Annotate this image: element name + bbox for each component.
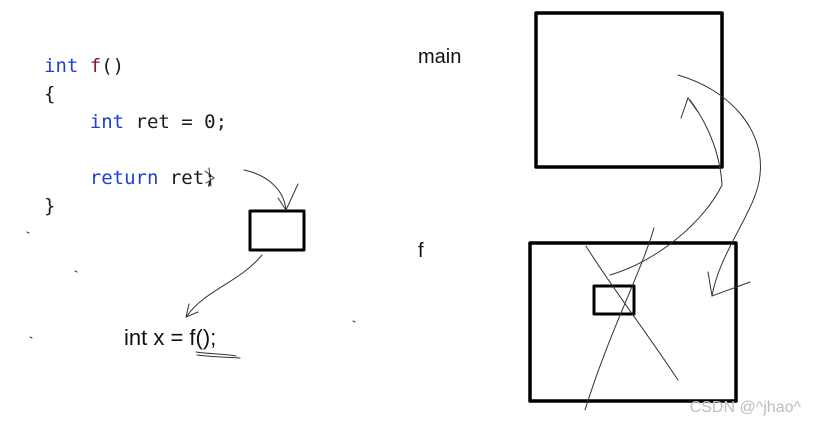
main-frame-box <box>534 11 724 169</box>
arrow-ret-to-temp <box>243 169 287 211</box>
f-local-box <box>592 284 636 316</box>
arrow-main-to-f-head <box>707 271 751 297</box>
temp-value-box <box>248 209 306 252</box>
call-underline <box>195 351 237 357</box>
label-main-frame: main <box>418 46 462 68</box>
code-line-open-brace: { <box>44 83 56 105</box>
arrow-f-to-main <box>609 99 723 276</box>
return-keyword: return <box>89 167 159 189</box>
return-rest: ret; <box>169 167 216 189</box>
call-expression: int x = f(); <box>124 325 217 350</box>
arrow-f-to-main-head <box>680 96 699 119</box>
arrow-temp-to-call-head <box>185 303 199 318</box>
ret-scribble <box>204 167 215 187</box>
arrow-temp-to-call <box>186 254 263 317</box>
cross-line-1 <box>585 245 679 381</box>
function-parens: () <box>101 55 125 77</box>
code-line-declaration: int ret = 0; <box>44 108 227 136</box>
function-name: f <box>89 55 102 77</box>
code-line-return: return ret; <box>44 164 227 192</box>
code-block: int f() { int ret = 0; return ret; } <box>44 52 227 220</box>
watermark: CSDN @^jhao^ <box>689 399 801 416</box>
label-f-frame: f <box>418 240 424 262</box>
type-keyword: int <box>44 55 79 77</box>
arrow-ret-to-temp-head <box>277 183 299 212</box>
arrow-main-to-f <box>677 74 761 297</box>
type-keyword: int <box>89 111 125 133</box>
cross-line-2 <box>584 227 655 411</box>
f-frame-box <box>528 241 738 403</box>
code-line-signature: int f() <box>44 52 227 80</box>
declaration-rest: ret = 0; <box>135 111 228 133</box>
code-line-close-brace: } <box>44 195 56 217</box>
